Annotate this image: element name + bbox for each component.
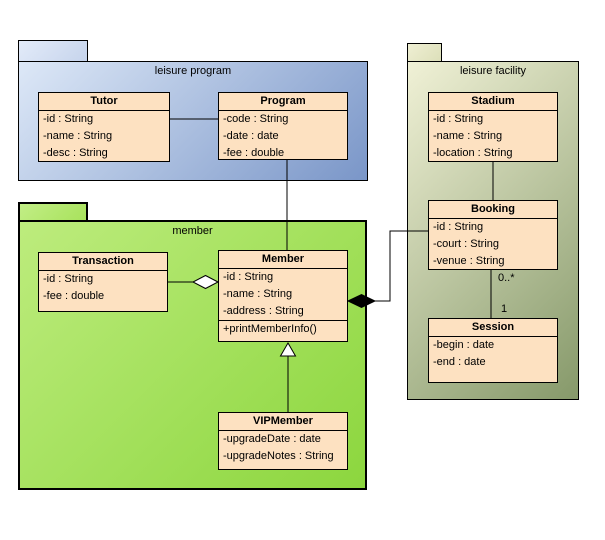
class-program[interactable]: Program -code : String -date : date -fee…	[218, 92, 348, 160]
class-title-stadium: Stadium	[429, 93, 557, 111]
attribute: -venue : String	[433, 255, 505, 267]
class-transaction[interactable]: Transaction -id : String -fee : double	[38, 252, 168, 312]
attribute: -end : date	[433, 356, 486, 368]
attribute: -name : String	[433, 130, 503, 142]
attribute: -code : String	[223, 113, 289, 125]
package-tab-leisure-program[interactable]	[18, 40, 88, 62]
multiplicity-session-end: 1	[501, 303, 508, 315]
attribute: -name : String	[43, 130, 113, 142]
class-stadium[interactable]: Stadium -id : String -name : String -loc…	[428, 92, 558, 162]
attribute: -begin : date	[433, 339, 495, 351]
class-title-program: Program	[219, 93, 347, 111]
attribute: -fee : double	[223, 147, 285, 159]
attribute: -id : String	[43, 273, 94, 285]
attribute: -desc : String	[43, 147, 108, 159]
attribute: -id : String	[223, 271, 274, 283]
attribute: -fee : double	[43, 290, 105, 302]
attribute: -address : String	[223, 305, 304, 317]
class-session[interactable]: Session -begin : date -end : date	[428, 318, 558, 383]
package-title-leisure-program: leisure program	[154, 65, 232, 77]
class-title-member: Member	[219, 251, 347, 269]
multiplicity-booking-end: 0..*	[498, 272, 515, 284]
attribute: -court : String	[433, 238, 500, 250]
class-vipmember[interactable]: VIPMember -upgradeDate : date -upgradeNo…	[218, 412, 348, 470]
operation: +printMemberInfo()	[223, 323, 317, 335]
class-title-session: Session	[429, 319, 557, 337]
attribute: -id : String	[43, 113, 94, 125]
attribute: -location : String	[433, 147, 513, 159]
attribute: -id : String	[433, 221, 484, 233]
attribute: -name : String	[223, 288, 293, 300]
package-title-leisure-facility: leisure facility	[459, 65, 527, 77]
class-title-tutor: Tutor	[39, 93, 169, 111]
class-title-booking: Booking	[429, 201, 557, 219]
package-tab-member[interactable]	[18, 202, 88, 222]
attribute: -id : String	[433, 113, 484, 125]
attribute: -date : date	[223, 130, 279, 142]
attribute: -upgradeDate : date	[223, 433, 321, 445]
attribute: -upgradeNotes : String	[223, 450, 334, 462]
class-member[interactable]: Member -id : String -name : String -addr…	[218, 250, 348, 342]
class-title-transaction: Transaction	[39, 253, 167, 271]
package-tab-leisure-facility[interactable]	[407, 43, 442, 63]
class-booking[interactable]: Booking -id : String -court : String -ve…	[428, 200, 558, 270]
class-title-vipmember: VIPMember	[219, 413, 347, 431]
package-title-member: member	[172, 225, 213, 237]
class-tutor[interactable]: Tutor -id : String -name : String -desc …	[38, 92, 170, 162]
